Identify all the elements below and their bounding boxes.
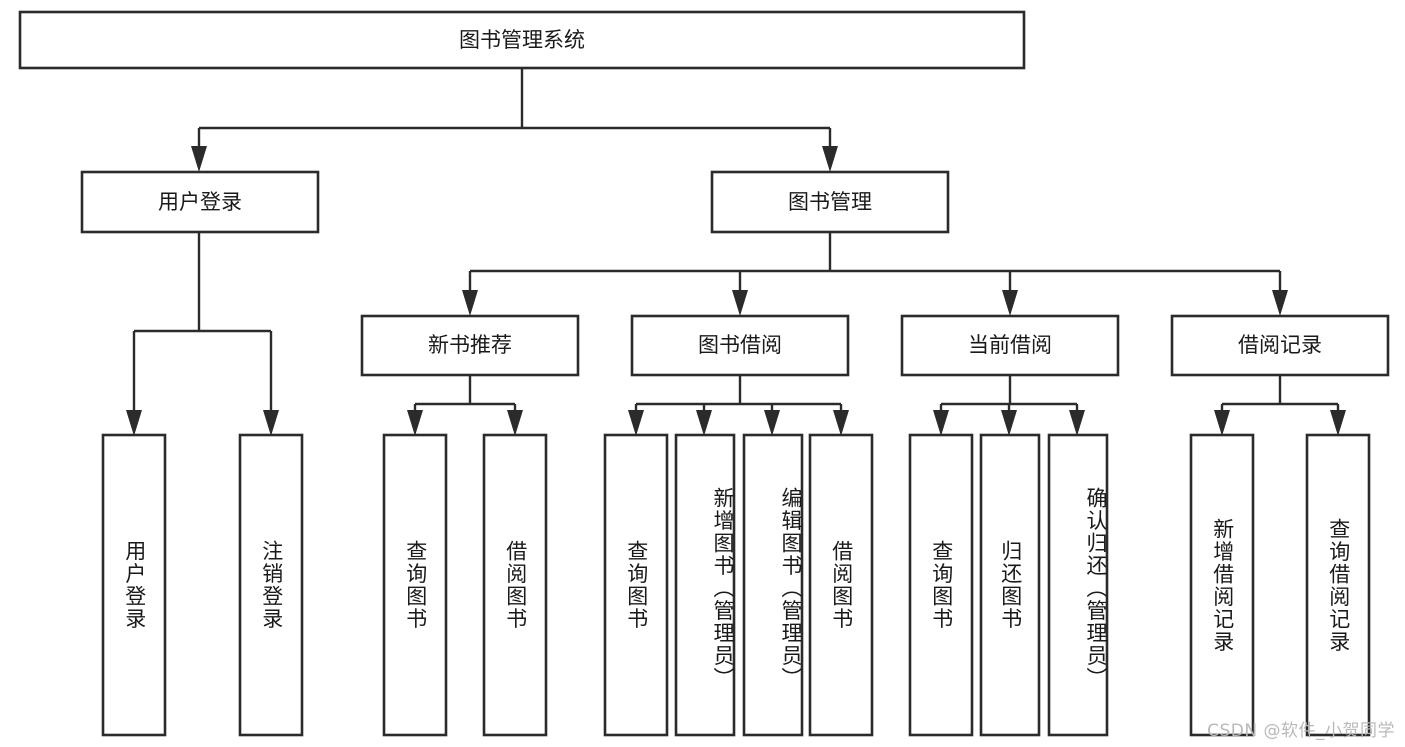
- arrowhead-current-borrow: [1002, 290, 1018, 316]
- arrowhead-leaf-borrow-book-1: [507, 410, 523, 436]
- node-leaf-user-login-box[interactable]: [101, 433, 167, 737]
- arrowhead-leaf-query-record: [1330, 410, 1346, 436]
- node-new-book-recommend[interactable]: 新书推荐: [360, 314, 580, 377]
- node-leaf-add-record-box[interactable]: [1189, 433, 1255, 737]
- arrowhead-leaf-query-book-2: [628, 410, 644, 436]
- node-leaf-confirm-return-box[interactable]: [1047, 433, 1109, 737]
- arrowhead-leaf-confirm-return: [1069, 410, 1085, 436]
- connector-group-new-book-recommend: [407, 375, 523, 436]
- arrowhead-leaf-return-book: [1001, 410, 1017, 436]
- arrowhead-borrow-record: [1272, 290, 1288, 316]
- node-root-label: 图书管理系统: [459, 28, 585, 52]
- connector-group-root: [191, 68, 838, 172]
- node-leaf-edit-book-box[interactable]: [742, 433, 804, 737]
- arrowhead-book-management: [822, 146, 838, 172]
- node-user-login[interactable]: 用户登录: [80, 170, 320, 234]
- connector-group-current-borrow: [933, 375, 1085, 436]
- node-book-management-box[interactable]: [710, 170, 950, 234]
- arrowhead-leaf-query-book-1: [407, 410, 423, 436]
- node-new-book-recommend-label: 新书推荐: [428, 333, 512, 357]
- arrowhead-leaf-user-login: [126, 410, 142, 436]
- node-leaf-borrow-book-1-box[interactable]: [482, 433, 548, 737]
- arrowhead-leaf-borrow-book-2: [833, 410, 849, 436]
- connector-group-book-management: [462, 232, 1288, 316]
- node-root[interactable]: 图书管理系统: [18, 10, 1026, 70]
- node-book-management[interactable]: 图书管理: [710, 170, 950, 234]
- node-leaf-query-book-2-box[interactable]: [603, 433, 669, 737]
- node-book-borrow-box[interactable]: [630, 314, 850, 377]
- arrowhead-new-book-recommend: [462, 290, 478, 316]
- arrowhead-leaf-edit-book: [764, 410, 780, 436]
- node-user-login-label: 用户登录: [158, 190, 242, 214]
- node-leaf-query-record-box[interactable]: [1305, 433, 1371, 737]
- node-leaf-borrow-book-2-box[interactable]: [808, 433, 874, 737]
- connector-group-borrow-record: [1214, 375, 1346, 436]
- arrowhead-leaf-add-record: [1214, 410, 1230, 436]
- arrowhead-leaf-add-book: [696, 410, 712, 436]
- node-root-box[interactable]: [18, 10, 1026, 70]
- arrowhead-leaf-user-logout: [263, 410, 279, 436]
- node-leaf-query-book-1-box[interactable]: [382, 433, 448, 737]
- node-leaf-add-book-box[interactable]: [674, 433, 736, 737]
- node-user-login-box[interactable]: [80, 170, 320, 234]
- node-leaf-return-book-box[interactable]: [979, 433, 1041, 737]
- node-leaf-user-logout-box[interactable]: [238, 433, 304, 737]
- node-leaf-query-book-3-box[interactable]: [908, 433, 974, 737]
- node-book-borrow[interactable]: 图书借阅: [630, 314, 850, 377]
- node-book-borrow-label: 图书借阅: [698, 333, 782, 357]
- node-current-borrow-label: 当前借阅: [968, 333, 1052, 357]
- connector-group-user-login: [126, 232, 279, 436]
- node-borrow-record[interactable]: 借阅记录: [1170, 314, 1390, 377]
- node-borrow-record-label: 借阅记录: [1238, 333, 1322, 357]
- node-current-borrow[interactable]: 当前借阅: [900, 314, 1120, 377]
- arrowhead-book-borrow: [732, 290, 748, 316]
- arrowhead-leaf-query-book-3: [933, 410, 949, 436]
- connector-group-book-borrow: [628, 375, 849, 436]
- node-current-borrow-box[interactable]: [900, 314, 1120, 377]
- arrowhead-user-login: [191, 146, 207, 172]
- node-borrow-record-box[interactable]: [1170, 314, 1390, 377]
- node-book-management-label: 图书管理: [788, 190, 872, 214]
- node-new-book-recommend-box[interactable]: [360, 314, 580, 377]
- watermark-text: CSDN @软件_小贺同学: [1207, 721, 1395, 741]
